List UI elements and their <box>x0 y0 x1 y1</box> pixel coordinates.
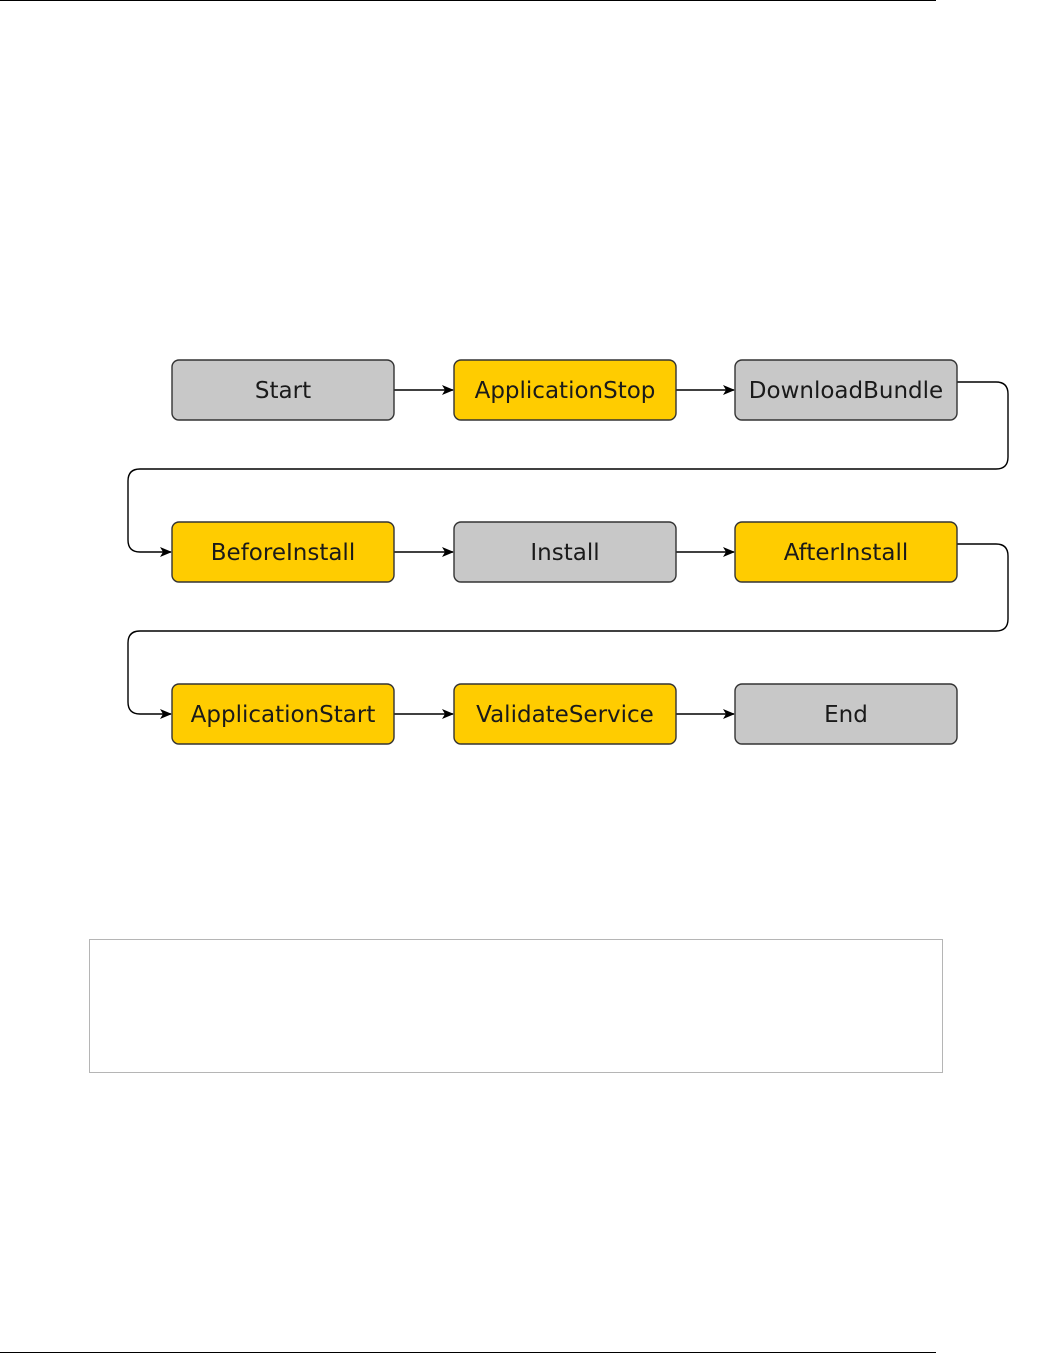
node-box-install <box>453 521 677 583</box>
node-before-install: BeforeInstall <box>171 521 395 583</box>
node-label-validate-service: ValidateService <box>476 702 654 728</box>
node-label-install: Install <box>530 540 599 566</box>
node-label-before-install: BeforeInstall <box>211 540 355 566</box>
node-application-stop: ApplicationStop <box>453 359 677 421</box>
node-install: Install <box>453 521 677 583</box>
node-start: Start <box>171 359 395 421</box>
node-application-start: ApplicationStart <box>171 683 395 745</box>
node-download-bundle: DownloadBundle <box>734 359 958 421</box>
bottom-rule <box>0 1352 936 1353</box>
node-box-validate-service <box>453 683 677 745</box>
connector-after-install-to-application-start <box>127 543 1009 719</box>
node-box-application-start <box>171 683 395 745</box>
node-box-after-install <box>734 521 958 583</box>
node-box-end <box>734 683 958 745</box>
node-label-start: Start <box>255 378 311 404</box>
node-validate-service: ValidateService <box>453 683 677 745</box>
node-box-before-install <box>171 521 395 583</box>
node-after-install: AfterInstall <box>734 521 958 583</box>
node-end: End <box>734 683 958 745</box>
node-label-after-install: AfterInstall <box>784 540 908 566</box>
top-rule <box>0 0 936 1</box>
connector-download-bundle-to-before-install <box>127 381 1009 557</box>
node-label-download-bundle: DownloadBundle <box>749 378 943 404</box>
node-layer: Start ApplicationStop DownloadBundleBefore… <box>171 359 958 745</box>
deployment-lifecycle-diagram: Start ApplicationStop DownloadBundleBefore… <box>127 359 1009 745</box>
node-label-end: End <box>824 702 868 728</box>
node-box-download-bundle <box>734 359 958 421</box>
empty-panel <box>89 939 943 1073</box>
node-label-application-stop: ApplicationStop <box>475 378 656 404</box>
connector-layer <box>127 381 1009 719</box>
node-box-application-stop <box>453 359 677 421</box>
node-box-start <box>171 359 395 421</box>
node-label-application-start: ApplicationStart <box>191 702 376 728</box>
